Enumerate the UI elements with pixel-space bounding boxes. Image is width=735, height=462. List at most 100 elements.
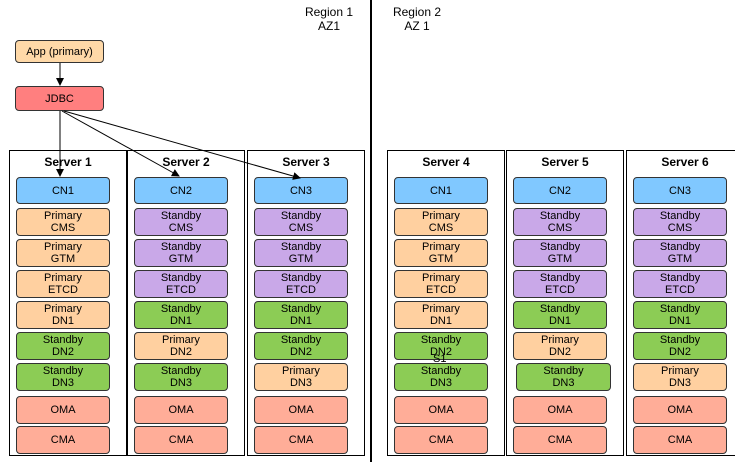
component-label-line: GTM: [547, 253, 573, 265]
component-label-line: Primary: [282, 365, 320, 377]
component-label-line: Primary: [422, 272, 460, 284]
component-label-line: ETCD: [286, 284, 316, 296]
component-label-line: OMA: [667, 404, 693, 416]
component-label-line: DN2: [289, 346, 312, 358]
component-label-line: Standby: [659, 272, 701, 284]
region-1-label: Region 1 AZ1: [297, 5, 361, 33]
component-label-line: CMA: [288, 434, 314, 446]
component-label-line: Standby: [280, 272, 322, 284]
component-label-line: Standby: [280, 241, 322, 253]
component-label-line: CN1: [429, 184, 452, 197]
server-title: Server 4: [422, 155, 470, 169]
component-label-line: Primary: [44, 241, 82, 253]
component-label-line: CMA: [50, 434, 76, 446]
server-title: Server 2: [162, 155, 210, 169]
component-label-line: Standby: [160, 241, 202, 253]
component-label-line: GTM: [50, 253, 76, 265]
component-label-line: DN2: [429, 346, 452, 358]
component-label-line: Primary: [422, 303, 460, 315]
component-label-line: DN3: [429, 377, 452, 389]
component-label-line: OMA: [168, 404, 194, 416]
component-label-line: CN3: [289, 184, 312, 197]
component-cn1: CN1: [16, 177, 110, 204]
component-label-line: Primary: [44, 303, 82, 315]
component-label-line: DN2: [668, 346, 691, 358]
component-label-line: DN3: [552, 377, 575, 389]
component-label-line: CN2: [548, 184, 571, 197]
component-label-line: Standby: [539, 241, 581, 253]
component-label-line: Primary: [44, 272, 82, 284]
component-label-line: Standby: [543, 365, 584, 377]
component-cma: CMA: [633, 426, 727, 454]
component-cma: CMA: [134, 426, 228, 454]
region-1-name: Region 1: [304, 5, 354, 19]
component-label-line: Standby: [280, 210, 322, 222]
component-oma: OMA: [16, 396, 110, 424]
component-label-line: Standby: [160, 272, 202, 284]
component-label-line: Primary: [162, 334, 200, 346]
component-label-line: Standby: [659, 334, 701, 346]
component-cn2: CN2: [134, 177, 228, 204]
component-label-line: Standby: [160, 303, 202, 315]
component-label-line: DN3: [289, 377, 312, 389]
jdbc-node: JDBC: [15, 86, 104, 111]
component-label-line: ETCD: [48, 284, 78, 296]
component-label-line: Standby: [539, 303, 581, 315]
component-cn1: CN1: [394, 177, 488, 204]
component-cn2: CN2: [513, 177, 607, 204]
component-label-line: DN1: [429, 315, 452, 327]
component-label-line: Standby: [659, 241, 701, 253]
component-label-line: Primary: [44, 210, 82, 222]
component-label-line: DN3: [51, 377, 74, 389]
component-label-line: DN1: [668, 315, 691, 327]
component-label-line: Standby: [420, 334, 462, 346]
component-oma: OMA: [254, 396, 348, 424]
component-label-line: Standby: [160, 210, 202, 222]
component-oma: OMA: [134, 396, 228, 424]
app-primary-label: App (primary): [26, 45, 93, 58]
region-2-label: Region 2 AZ 1: [385, 5, 449, 33]
component-label-line: CMA: [667, 434, 693, 446]
component-label-line: Primary: [422, 241, 460, 253]
component-label-line: Standby: [539, 210, 581, 222]
component-label-line: Standby: [420, 365, 462, 377]
component-label-line: OMA: [428, 404, 454, 416]
region-1-az: AZ1: [317, 19, 340, 33]
component-label-line: Standby: [42, 334, 84, 346]
component-label-line: CMS: [50, 222, 76, 234]
component-oma: OMA: [513, 396, 607, 424]
component-label-line: CMA: [168, 434, 194, 446]
component-label-line: OMA: [288, 404, 314, 416]
component-cma: CMA: [394, 426, 488, 454]
component-label-line: CMA: [547, 434, 573, 446]
component-label-line: DN3: [169, 377, 192, 389]
component-label-line: Standby: [659, 210, 701, 222]
component-label-line: CMA: [428, 434, 454, 446]
